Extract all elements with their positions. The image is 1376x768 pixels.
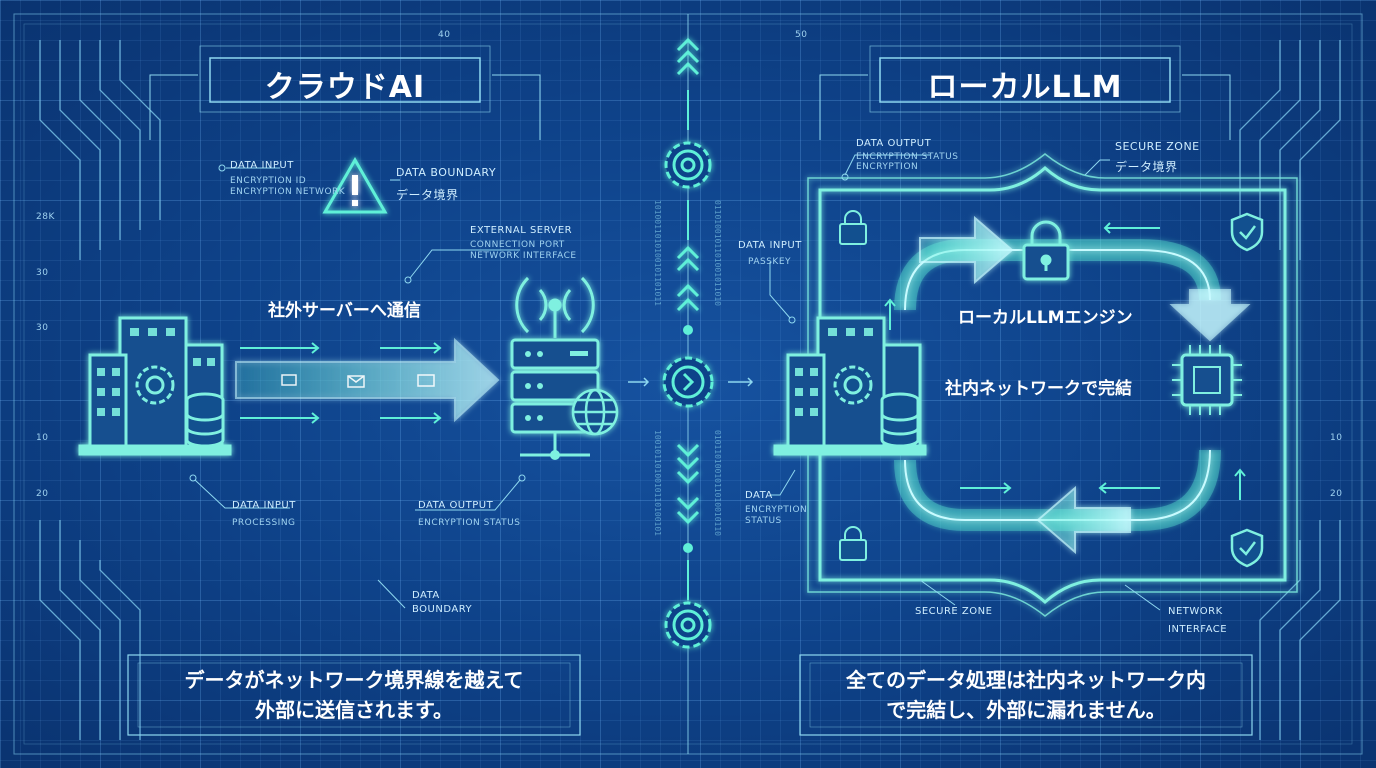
svg-text:1001011010010110100101: 1001011010010110100101 bbox=[653, 430, 662, 536]
right-title: ローカルLLM bbox=[927, 70, 1123, 105]
loop-arrow-right bbox=[919, 215, 1014, 285]
gear-icon bbox=[833, 365, 873, 405]
left-note: データがネットワーク境界線を越えて 外部に送信されます。 bbox=[138, 665, 570, 725]
gear-icon bbox=[664, 141, 712, 189]
warning-icon bbox=[322, 156, 388, 214]
ruler-side-mark: 28K bbox=[36, 212, 55, 222]
data-output-sub: ENCRYPTION STATUS bbox=[856, 152, 959, 162]
network-label: NETWORK bbox=[1168, 606, 1223, 617]
left-note-frame bbox=[127, 654, 581, 736]
ruler-side-mark: 30 bbox=[36, 323, 49, 333]
data-input-sub: PROCESSING bbox=[232, 518, 296, 528]
shield-icon bbox=[1230, 212, 1264, 252]
data-output-label: DATA OUTPUT bbox=[418, 500, 494, 511]
right-note-line: で完結し、外部に漏れません。 bbox=[886, 698, 1166, 722]
engine-label: ローカルLLMエンジン bbox=[958, 308, 1133, 328]
gear-icon bbox=[135, 365, 175, 405]
data-output-sub: ENCRYPTION bbox=[856, 162, 919, 172]
database-icon bbox=[880, 392, 920, 448]
ruler-mark: 50 bbox=[795, 30, 808, 40]
center-chevrons-down bbox=[676, 443, 700, 525]
loop-arrow-down bbox=[1169, 289, 1251, 342]
secure-zone-sub: データ境界 bbox=[1115, 160, 1178, 174]
ruler-side-mark: 20 bbox=[36, 489, 49, 499]
ruler-side-mark: 10 bbox=[36, 433, 49, 443]
data-sub: STATUS bbox=[745, 516, 782, 526]
outgoing-arrow bbox=[235, 337, 500, 423]
right-title-frame bbox=[869, 45, 1181, 113]
binary-columns: 1010011010100101101011 01101001011010010… bbox=[653, 200, 722, 536]
gear-icon bbox=[664, 601, 712, 649]
svg-text:0101101001011010010110: 0101101001011010010110 bbox=[713, 430, 722, 536]
warning-sub: データ境界 bbox=[396, 188, 459, 202]
data-input-sub: PASSKEY bbox=[748, 257, 792, 267]
right-note: 全てのデータ処理は社内ネットワーク内 で完結し、外部に漏れません。 bbox=[810, 665, 1242, 725]
secure-zone-bottom-label: SECURE ZONE bbox=[915, 606, 993, 617]
external-server-sub: NETWORK INTERFACE bbox=[470, 251, 577, 261]
chip-icon bbox=[1172, 345, 1242, 415]
svg-text:1010011010100101101011: 1010011010100101101011 bbox=[653, 200, 662, 306]
left-note-line: データがネットワーク境界線を越えて bbox=[184, 668, 524, 692]
left-note-line: 外部に送信されます。 bbox=[255, 698, 453, 722]
external-server-label: EXTERNAL SERVER bbox=[470, 225, 573, 236]
data-sub: ENCRYPTION bbox=[745, 505, 808, 515]
left-circuit-traces bbox=[39, 40, 161, 740]
external-server-sub: CONNECTION PORT bbox=[470, 240, 565, 250]
left-title-frame bbox=[199, 45, 491, 113]
lock-icon bbox=[839, 210, 867, 245]
data-label: DATA bbox=[745, 490, 773, 501]
secure-zone-label: SECURE ZONE bbox=[1115, 140, 1200, 153]
database-icon bbox=[185, 392, 225, 448]
gear-icon bbox=[662, 356, 714, 408]
svg-text:0110100101101001011010: 0110100101101001011010 bbox=[713, 200, 722, 306]
data-input-label: DATA INPUT bbox=[738, 240, 802, 251]
data-input-label: DATA INPUT bbox=[230, 160, 294, 171]
right-note-line: 全てのデータ処理は社内ネットワーク内 bbox=[846, 668, 1206, 692]
lock-icon bbox=[1022, 220, 1070, 281]
data-output-sub: ENCRYPTION STATUS bbox=[418, 518, 521, 528]
warning-label: DATA BOUNDARY bbox=[396, 166, 497, 179]
secure-zone-frame bbox=[807, 153, 1298, 617]
ruler-side-mark: 20 bbox=[1330, 489, 1343, 499]
globe-icon bbox=[571, 388, 619, 436]
flow-label: 社外サーバーへ通信 bbox=[268, 301, 421, 321]
data-output-label: DATA OUTPUT bbox=[856, 138, 932, 149]
ruler-mark: 40 bbox=[438, 30, 451, 40]
network-label: INTERFACE bbox=[1168, 624, 1228, 635]
loop-arrow-left bbox=[1036, 485, 1131, 555]
right-note-frame bbox=[799, 654, 1253, 736]
ruler-side-mark: 30 bbox=[36, 268, 49, 278]
right-circuit-traces bbox=[1239, 40, 1341, 740]
data-input-sub: ENCRYPTION NETWORK bbox=[230, 187, 346, 197]
boundary-label: BOUNDARY bbox=[412, 604, 473, 615]
closed-network-label: 社内ネットワークで完結 bbox=[945, 379, 1132, 399]
center-chevrons-up bbox=[676, 37, 700, 312]
data-input-sub: ENCRYPTION ID bbox=[230, 176, 307, 186]
boundary-label: DATA bbox=[412, 590, 440, 601]
ruler-side-mark: 10 bbox=[1330, 433, 1343, 443]
left-title: クラウドAI bbox=[264, 70, 426, 105]
lock-icon bbox=[839, 526, 867, 561]
data-input-label: DATA INPUT bbox=[232, 500, 296, 511]
shield-icon bbox=[1230, 528, 1264, 568]
wifi-icon bbox=[515, 276, 595, 338]
